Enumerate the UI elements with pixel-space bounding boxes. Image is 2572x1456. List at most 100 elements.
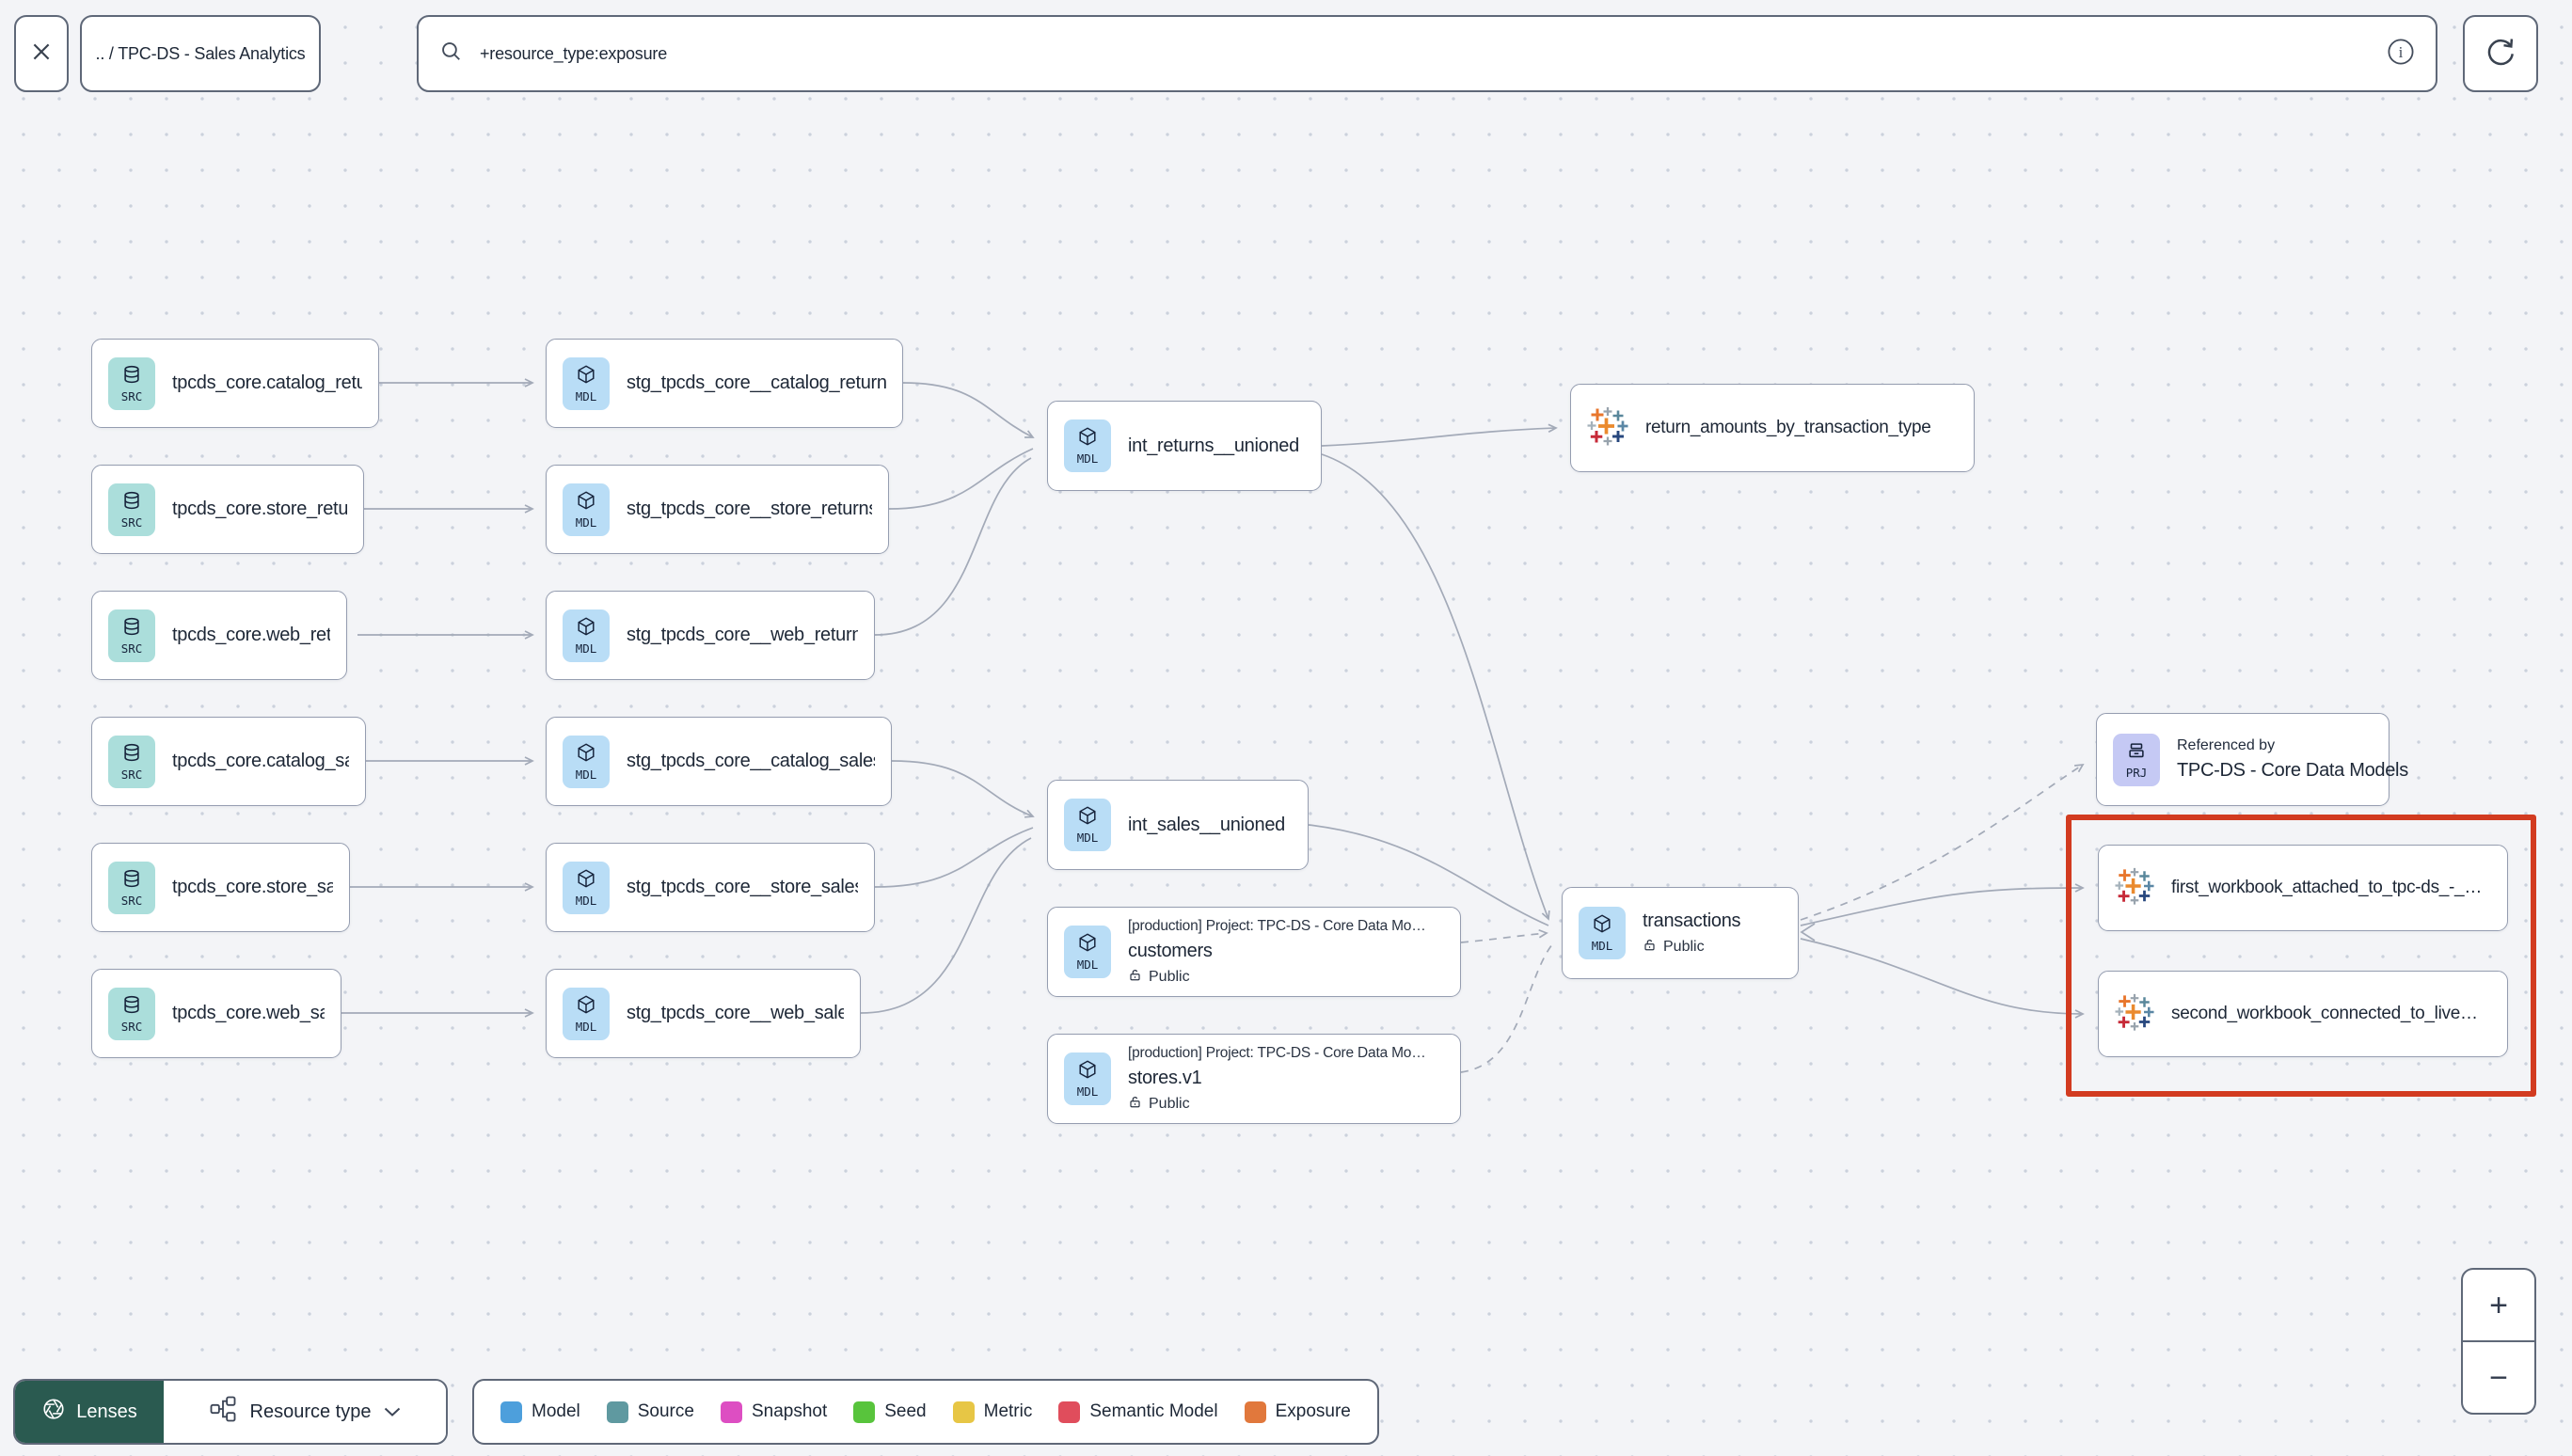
node-label: stg_tpcds_core__web_sales [627,1003,844,1023]
legend-swatch [1058,1401,1081,1423]
legend-item-snapshot: Snapshot [720,1401,827,1423]
node-project-context: [production] Project: TPC-DS - Core Data… [1128,1044,1426,1061]
cube-icon [576,364,596,389]
node-label: tpcds_core.web_sales [172,1003,325,1023]
legend-swatch [853,1401,876,1423]
legend-item-model: Model [500,1401,580,1423]
node-model-stg-store-returns[interactable]: MDL stg_tpcds_core__store_returns [546,465,889,554]
node-label: second_workbook_connected_to_live… [2171,1004,2478,1023]
legend-item-exposure: Exposure [1244,1401,1351,1423]
legend-swatch [1244,1401,1266,1423]
node-model-int-sales-unioned[interactable]: MDL int_sales__unioned [1047,780,1309,870]
unlock-icon [1643,938,1657,957]
refresh-button[interactable] [2463,15,2538,92]
model-badge: MDL [1064,926,1111,978]
model-badge: MDL [1579,907,1626,959]
node-model-stg-catalog-returns[interactable]: MDL stg_tpcds_core__catalog_returns [546,339,903,428]
cube-icon [576,868,596,894]
database-icon [121,490,142,515]
cube-icon [576,490,596,515]
zoom-out-button[interactable]: − [2463,1342,2534,1413]
node-model-int-returns-unioned[interactable]: MDL int_returns__unioned [1047,401,1322,491]
model-badge: MDL [563,356,610,410]
node-label: stg_tpcds_core__web_returns [627,625,858,645]
legend-item-source: Source [606,1401,694,1423]
referenced-by-title: Referenced by [2177,737,2276,753]
node-label: customers [1128,940,1213,961]
model-badge: MDL [1064,1052,1111,1105]
node-model-stg-catalog-sales[interactable]: MDL stg_tpcds_core__catalog_sales [546,717,892,806]
unlock-icon [1128,1095,1142,1114]
cube-icon [1077,1059,1098,1084]
node-exposure-return-amounts[interactable]: return_amounts_by_transaction_type [1570,384,1975,472]
search-bar[interactable]: i [417,15,2437,92]
node-source-store-returns[interactable]: SRC tpcds_core.store_returns [91,465,364,554]
node-source-catalog-sales[interactable]: SRC tpcds_core.catalog_sales [91,717,366,806]
zoom-in-button[interactable]: + [2463,1270,2534,1342]
project-badge: PRJ [2113,733,2160,786]
node-label: tpcds_core.catalog_returns [172,372,362,393]
cube-icon [576,742,596,768]
canvas-zoom-control: + − [2461,1268,2536,1415]
referenced-by-project-name: TPC-DS - Core Data Models [2177,760,2408,781]
legend-swatch [720,1401,742,1423]
node-source-store-sales[interactable]: SRC tpcds_core.store_sales [91,843,350,932]
node-exposure-first-workbook[interactable]: first_workbook_attached_to_tpc-ds_-_… [2098,845,2508,931]
node-label: stg_tpcds_core__store_sales [627,877,858,897]
cube-icon [1077,805,1098,831]
schema-icon [209,1395,237,1429]
node-source-catalog-returns[interactable]: SRC tpcds_core.catalog_returns [91,339,379,428]
resource-type-dropdown[interactable]: Resource type [164,1381,446,1443]
source-badge: SRC [108,735,155,788]
lenses-button[interactable]: Lenses [15,1381,164,1443]
breadcrumb[interactable]: .. / TPC-DS - Sales Analytics [80,15,321,92]
node-model-stg-store-sales[interactable]: MDL stg_tpcds_core__store_sales [546,843,875,932]
model-badge: MDL [1064,799,1111,851]
info-icon[interactable]: i [2387,38,2415,71]
node-label: tpcds_core.web_returns [172,625,330,645]
cube-icon [576,994,596,1020]
legend-swatch [500,1401,522,1423]
node-label: stores.v1 [1128,1067,1202,1088]
node-label: stg_tpcds_core__store_returns [627,499,872,519]
node-model-stores-v1[interactable]: MDL [production] Project: TPC-DS - Core … [1047,1034,1461,1124]
close-icon [29,40,54,69]
lens-filter-bar: Lenses Resource type [13,1379,448,1445]
aperture-icon [41,1397,66,1427]
node-model-stg-web-sales[interactable]: MDL stg_tpcds_core__web_sales [546,969,861,1058]
source-badge: SRC [108,609,155,662]
breadcrumb-label: .. / TPC-DS - Sales Analytics [95,43,306,63]
node-label: tpcds_core.store_returns [172,499,347,519]
model-badge: MDL [563,861,610,914]
node-source-web-returns[interactable]: SRC tpcds_core.web_returns [91,591,347,680]
search-input[interactable] [478,42,2372,65]
node-label: stg_tpcds_core__catalog_returns [627,372,886,393]
node-project-referenced-by[interactable]: PRJ Referenced by TPC-DS - Core Data Mod… [2096,713,2408,806]
node-access: Public [1128,1095,1426,1114]
svg-text:i: i [2399,43,2404,61]
tableau-workbook-icon [2115,992,2154,1037]
cube-icon [1592,913,1612,939]
node-exposure-second-workbook[interactable]: second_workbook_connected_to_live… [2098,971,2508,1057]
minus-icon: − [2489,1359,2508,1396]
node-access: Public [1128,968,1426,987]
cube-icon [576,616,596,641]
model-badge: MDL [563,483,610,536]
chevron-down-icon [384,1401,401,1423]
database-icon [121,994,142,1020]
node-model-transactions[interactable]: MDL transactions Public [1562,887,1799,979]
resource-type-label: Resource type [249,1401,372,1422]
model-badge: MDL [563,609,610,662]
node-label: int_sales__unioned [1128,814,1285,835]
node-model-stg-web-returns[interactable]: MDL stg_tpcds_core__web_returns [546,591,875,680]
node-source-web-sales[interactable]: SRC tpcds_core.web_sales [91,969,341,1058]
node-model-customers[interactable]: MDL [production] Project: TPC-DS - Core … [1047,907,1461,997]
close-button[interactable] [14,15,69,92]
cube-icon [1077,426,1098,451]
lenses-label: Lenses [76,1401,137,1422]
unlock-icon [1128,968,1142,987]
plus-icon: + [2489,1287,2508,1323]
refresh-icon [2484,35,2517,73]
database-icon [121,364,142,389]
